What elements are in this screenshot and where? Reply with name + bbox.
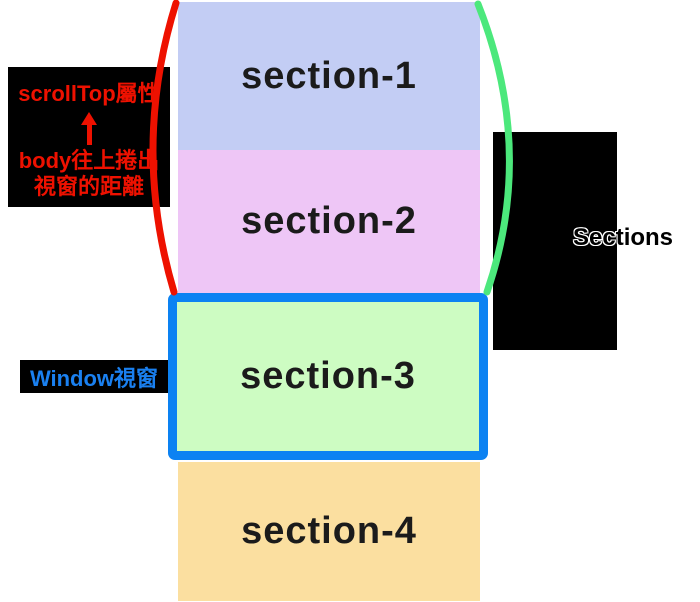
window-label-text: Window視窗 [29,365,159,391]
section-3-label: section-3 [240,355,416,397]
section-4-label: section-4 [241,510,417,552]
section-1-label: section-1 [241,54,417,97]
window-viewport-box: section-3 [168,293,488,460]
window-label-box: Window視窗 [20,360,168,393]
up-arrow-icon [81,112,97,145]
section-2-label: section-2 [241,200,417,242]
scrolltop-desc-line1: body往上捲出 [18,148,160,173]
scrolltop-title: scrollTop屬性 [18,81,160,106]
sections-label-box: Sections [493,132,673,350]
section-2-block: section-2 [178,150,480,293]
section-4-block: section-4 [178,462,480,601]
section-1-block: section-1 [178,2,480,150]
sections-label-text: Sections [573,224,674,251]
scrolltop-desc-line2: 視窗的距離 [33,174,144,199]
scrolltop-label-box: scrollTop屬性 body往上捲出 視窗的距離 [8,67,170,207]
